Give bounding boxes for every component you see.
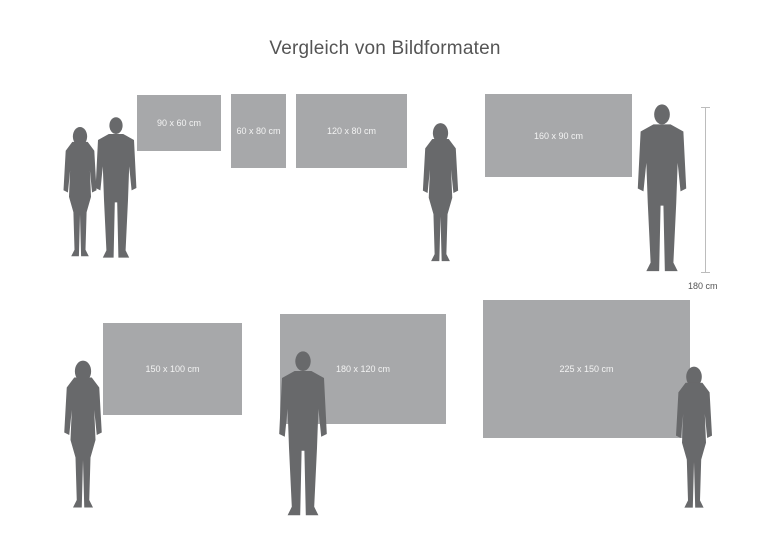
woman-silhouette-icon xyxy=(58,352,108,518)
frame-label: 180 x 120 cm xyxy=(335,364,391,374)
man-silhouette-icon xyxy=(632,103,692,274)
frame-label: 120 x 80 cm xyxy=(326,126,377,136)
frame-label: 160 x 90 cm xyxy=(533,130,584,141)
page-title: Vergleich von Bildformaten xyxy=(269,38,501,59)
man-silhouette-icon xyxy=(92,102,140,274)
man-silhouette-icon xyxy=(275,349,331,519)
frame-160x90: 160 x 90 cm xyxy=(485,94,632,177)
woman-silhouette-icon xyxy=(417,110,464,276)
frame-60x80: 60 x 80 cm xyxy=(231,94,286,168)
frame-label: 90 x 60 cm xyxy=(156,118,202,128)
frame-label: 150 x 100 cm xyxy=(145,364,200,374)
woman-silhouette-icon xyxy=(670,357,718,519)
frame-label: 60 x 80 cm xyxy=(236,126,281,136)
frame-120x80: 120 x 80 cm xyxy=(296,94,407,168)
frame-150x100: 150 x 100 cm xyxy=(103,323,242,415)
frame-225x150: 225 x 150 cm xyxy=(483,300,690,438)
height-scale-bar xyxy=(701,107,710,273)
height-scale-label: 180 cm xyxy=(688,281,718,291)
frame-90x60: 90 x 60 cm xyxy=(137,95,221,151)
frame-label: 225 x 150 cm xyxy=(559,364,614,374)
